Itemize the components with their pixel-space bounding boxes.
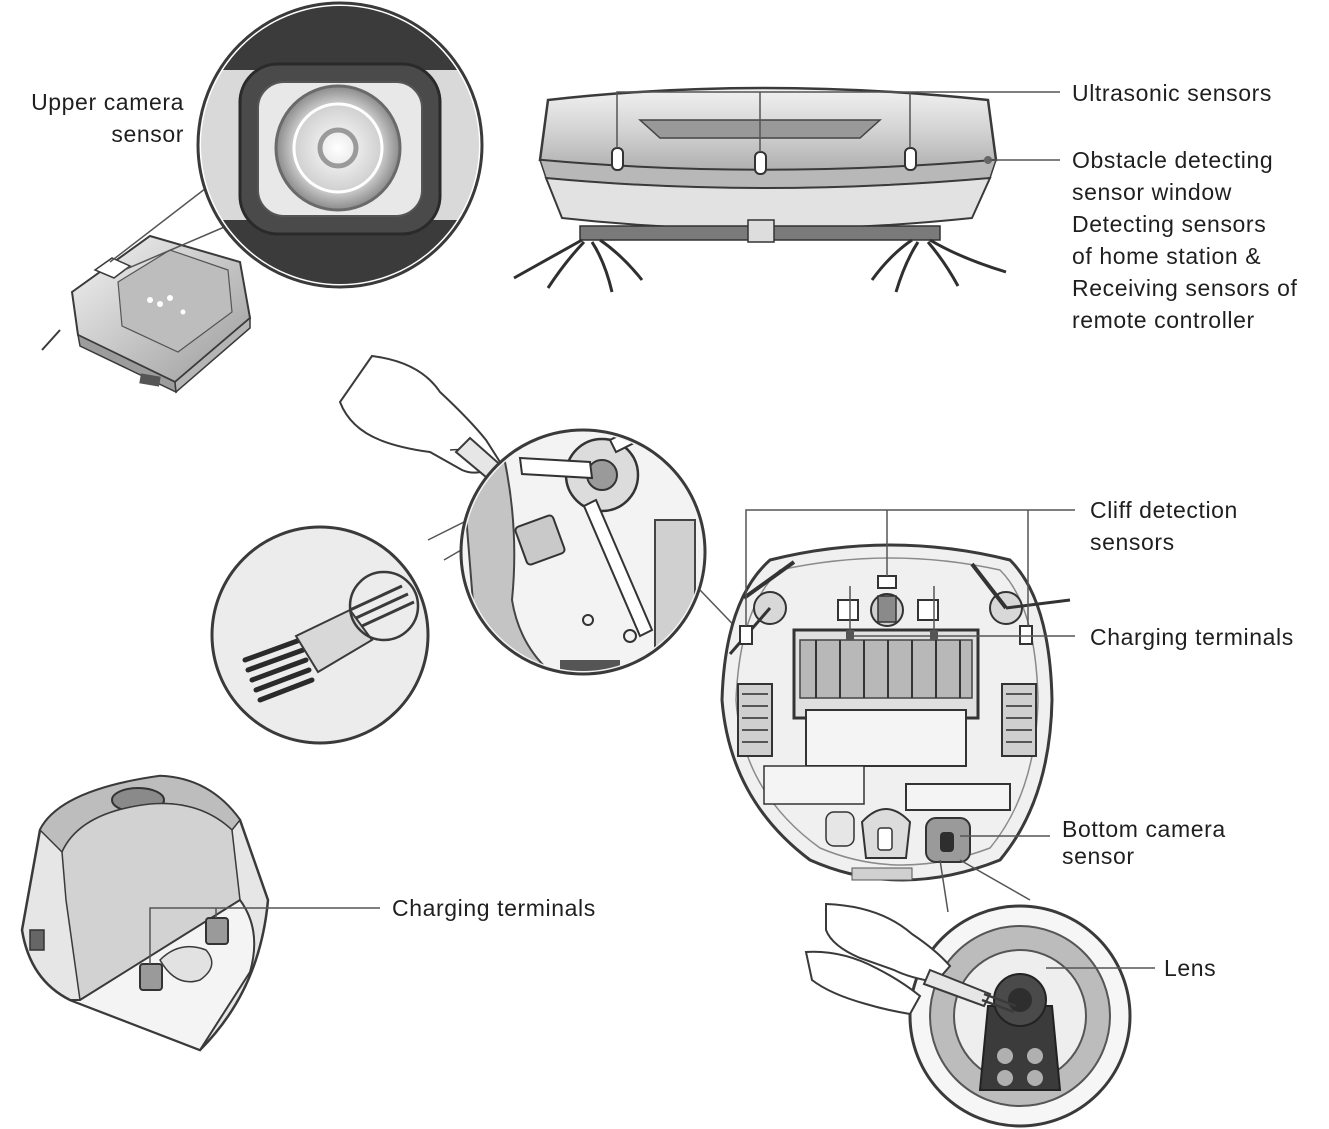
- label-charging-terminals-robot: Charging terminals: [1090, 624, 1294, 650]
- charging-terminal-left: [846, 630, 854, 640]
- label-lens: Lens: [1164, 955, 1217, 981]
- label-obstacle-line-5: Receiving sensors of: [1072, 275, 1298, 301]
- label-obstacle-line-2: sensor window: [1072, 179, 1232, 205]
- hand-with-brush-lens: [804, 902, 1017, 1016]
- label-bottom-camera-sensor: Bottom camera sensor: [1062, 816, 1226, 870]
- charging-terminal-right: [930, 630, 938, 640]
- cliff-sensor-right: [1019, 625, 1033, 645]
- ultrasonic-leader-lines: [616, 91, 1060, 152]
- zoom-line-upper-1: [109, 184, 211, 263]
- label-obstacle-detecting: Obstacle detecting sensor window Detecti…: [1072, 144, 1298, 336]
- home-station: [20, 774, 270, 1052]
- station-charging-terminal-left: [139, 963, 163, 991]
- cliff-leader-lines: [745, 509, 1075, 626]
- upper-camera-magnified-circle: [196, 1, 484, 289]
- wheel-left: [737, 683, 773, 757]
- label-bottom-camera-line-2: sensor: [1062, 843, 1135, 869]
- label-obstacle-line-1: Obstacle detecting: [1072, 147, 1274, 173]
- robot-front-view: [513, 86, 1007, 293]
- label-upper-camera-line-2: sensor: [111, 121, 184, 147]
- label-cliff-line-2: sensors: [1090, 529, 1175, 555]
- side-brushes-front: [513, 238, 1007, 293]
- small-robot-top-view: [41, 234, 252, 394]
- cliff-sensor-left: [739, 625, 753, 645]
- label-upper-camera-line-1: Upper camera: [31, 89, 184, 115]
- lens-magnified-circle: [804, 902, 1132, 1128]
- label-bottom-camera-line-1: Bottom camera: [1062, 816, 1226, 842]
- zoom-line-lens-1: [939, 859, 949, 913]
- label-charging-terminals-station: Charging terminals: [392, 895, 596, 921]
- side-brush-magnified-circle: [459, 428, 707, 676]
- wheel-right: [1001, 683, 1037, 757]
- label-obstacle-line-3: Detecting sensors: [1072, 211, 1267, 237]
- brush-cleaning-illustration: [210, 354, 707, 745]
- label-obstacle-line-6: remote controller: [1072, 307, 1255, 333]
- zoom-line-lens-2: [959, 859, 1031, 901]
- robot-bottom-view: [720, 543, 1071, 882]
- label-cliff-line-1: Cliff detection: [1090, 497, 1238, 523]
- upper-camera-illustration: [41, 1, 484, 394]
- zoom-line-upper-2: [123, 221, 237, 271]
- label-obstacle-line-4: of home station &: [1072, 243, 1262, 269]
- station-charging-terminal-right: [205, 917, 229, 945]
- label-upper-camera-sensor: Upper camera sensor: [8, 86, 184, 150]
- ultrasonic-sensor-center: [754, 151, 767, 175]
- station-leader-lines: [149, 907, 380, 964]
- charging-robot-leader-lines: [849, 586, 1075, 637]
- label-ultrasonic-sensors: Ultrasonic sensors: [1072, 80, 1272, 106]
- ultrasonic-sensor-left: [611, 147, 624, 171]
- ultrasonic-sensor-right: [904, 147, 917, 171]
- cliff-sensor-front: [877, 575, 897, 589]
- label-cliff-detection-sensors: Cliff detection sensors: [1090, 494, 1238, 558]
- brush-tool-magnified-circle: [210, 525, 430, 745]
